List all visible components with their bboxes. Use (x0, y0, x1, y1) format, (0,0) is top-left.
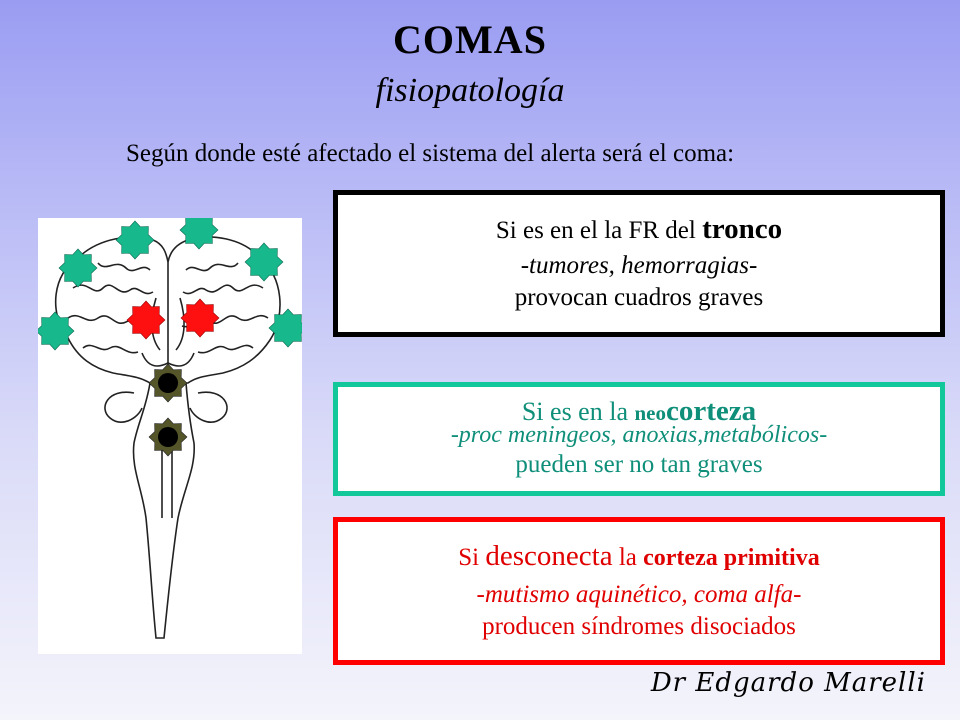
star-red-icon (126, 300, 166, 340)
brain-drawing (38, 218, 302, 639)
tronco-heading: Si es en el la FR del tronco (495, 213, 783, 245)
tronco-effect: provocan cuadros graves (514, 284, 764, 311)
neocorteza-heading: Si es en la neocorteza (521, 395, 757, 427)
tronco-box: Si es en el la FR del tronco -tumores, h… (333, 190, 945, 337)
star-green-icon (115, 220, 155, 260)
primitive-cortex-markers (126, 298, 220, 340)
star-green-icon (268, 308, 302, 348)
tronco-causes: -tumores, hemorragias- (520, 252, 758, 279)
primitiva-causes: -mutismo aquinético, coma alfa- (476, 581, 802, 608)
brainstem-markers (148, 363, 188, 457)
star-red-icon (180, 298, 220, 338)
author-signature: Dr Edgardo Marelli (650, 668, 926, 698)
star-green-icon (38, 311, 75, 351)
intro-text: Según donde esté afectado el sistema del… (126, 140, 735, 167)
neocorteza-effect: pueden ser no tan graves (515, 451, 763, 478)
primitiva-heading: Si desconecta la corteza primitiva (458, 540, 820, 572)
star-green-icon (244, 242, 284, 282)
neocorteza-box: Si es en la neocorteza -proc meningeos, … (333, 382, 945, 496)
star-green-icon (179, 218, 219, 250)
neocortex-markers (38, 218, 302, 351)
slide-title: COMAS (393, 17, 547, 62)
star-green-icon (58, 248, 98, 288)
brain-illustration (38, 218, 302, 654)
primitiva-box: Si desconecta la corteza primitiva -muti… (333, 517, 945, 665)
neocorteza-causes: -proc meningeos, anoxias,metabólicos- (450, 422, 828, 448)
primitiva-effect: producen síndromes disociados (482, 613, 796, 640)
slide-subtitle: fisiopatología (375, 72, 565, 109)
